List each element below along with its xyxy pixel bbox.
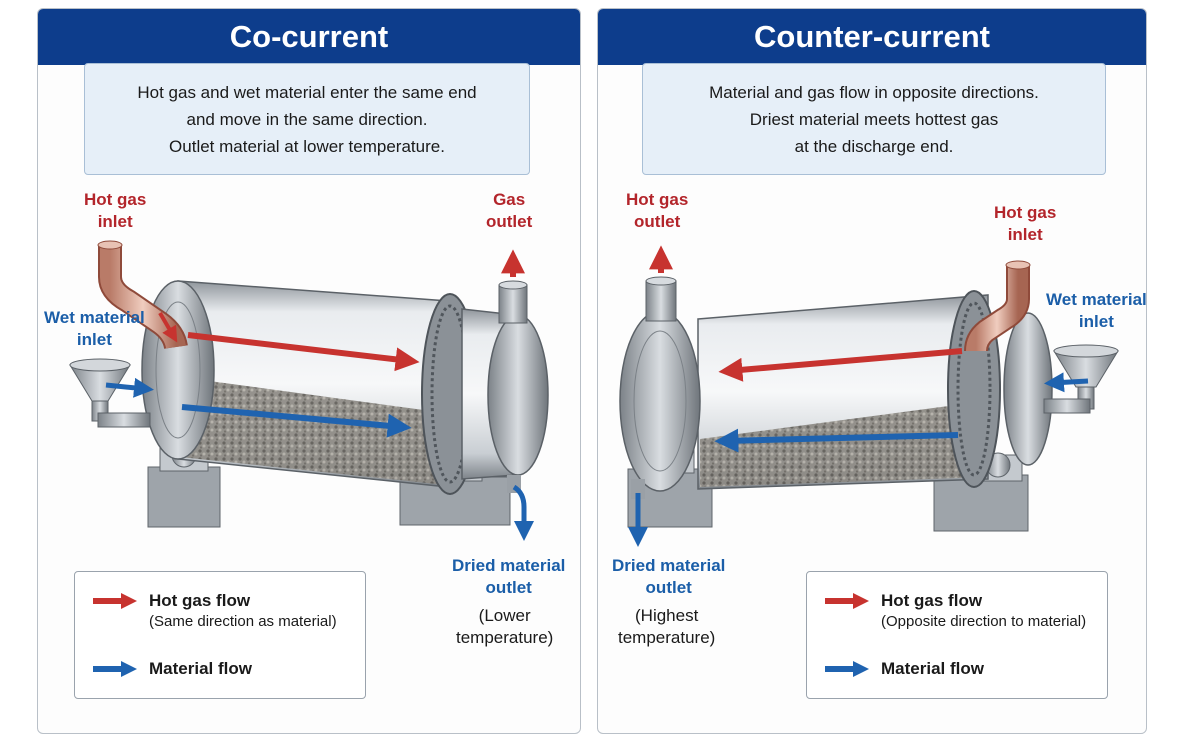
legend-material-flow: Material flow bbox=[91, 658, 252, 680]
hot-gas-flow-arrow bbox=[187, 332, 420, 372]
red-arrow-icon bbox=[825, 593, 869, 609]
description-box: Hot gas and wet material enter the same … bbox=[84, 63, 530, 175]
material-bed bbox=[180, 377, 446, 485]
discharge-end-housing bbox=[619, 310, 701, 492]
hot-gas-inlet-arrow bbox=[158, 311, 178, 343]
feed-end-cap bbox=[1003, 312, 1053, 466]
gas-outlet-chimney bbox=[498, 284, 528, 324]
material-bed bbox=[700, 401, 986, 487]
wet-material-inlet-arrow bbox=[1044, 372, 1089, 393]
counter-current-dryer-illustration bbox=[619, 245, 1119, 547]
dried-material-outlet-arrow bbox=[512, 484, 534, 541]
description-line: Material and gas flow in opposite direct… bbox=[709, 82, 1039, 102]
red-arrow-icon bbox=[93, 593, 137, 609]
description-line: Driest material meets hottest gas bbox=[749, 109, 999, 129]
co-current-dryer-illustration bbox=[69, 240, 549, 541]
legend-hot-gas-flow: Hot gas flow (Same direction as material… bbox=[91, 590, 337, 632]
hot-gas-outlet-chimney bbox=[645, 280, 677, 322]
description-line: Outlet material at lower temperature. bbox=[169, 136, 445, 156]
co-current-panel: Co-current Hot gas and wet material ente… bbox=[37, 8, 581, 734]
legend: Hot gas flow (Opposite direction to mate… bbox=[806, 571, 1108, 699]
description-line: Hot gas and wet material enter the same … bbox=[137, 82, 477, 102]
description-box: Material and gas flow in opposite direct… bbox=[642, 63, 1106, 175]
counter-current-panel: Counter-current Material and gas flow in… bbox=[597, 8, 1147, 734]
blue-arrow-icon bbox=[825, 661, 869, 677]
blue-arrow-icon bbox=[93, 661, 137, 677]
description-line: and move in the same direction. bbox=[186, 109, 428, 129]
legend-hot-gas-flow: Hot gas flow (Opposite direction to mate… bbox=[823, 590, 1086, 632]
wet-material-inlet-arrow bbox=[105, 377, 154, 398]
panel-title: Counter-current bbox=[598, 9, 1146, 65]
feed-hopper bbox=[1043, 344, 1119, 414]
legend-material-flow: Material flow bbox=[823, 658, 984, 680]
feed-hopper bbox=[69, 358, 151, 428]
hot-gas-flow-arrow bbox=[718, 348, 963, 382]
panel-title: Co-current bbox=[38, 9, 580, 65]
material-flow-arrow bbox=[181, 404, 412, 438]
legend: Hot gas flow (Same direction as material… bbox=[74, 571, 366, 699]
material-flow-arrow bbox=[714, 428, 959, 453]
description-line: at the discharge end. bbox=[794, 136, 954, 156]
